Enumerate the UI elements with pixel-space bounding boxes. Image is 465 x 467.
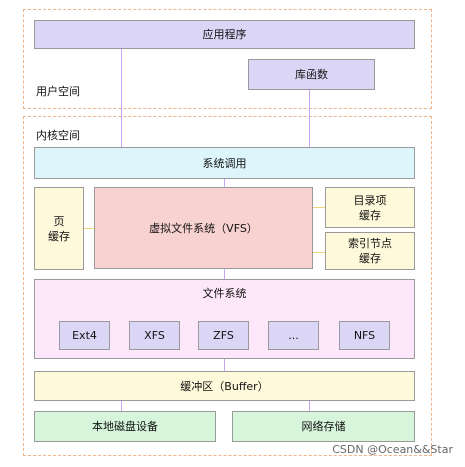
local-disk-box: 本地磁盘设备 bbox=[34, 411, 216, 442]
library-box: 库函数 bbox=[248, 59, 375, 90]
kernel-space-label: 内核空间 bbox=[36, 129, 80, 142]
vfs-box: 虚拟文件系统（VFS） bbox=[94, 187, 313, 269]
connector-vfs-to-inode bbox=[313, 252, 325, 253]
connector-vfs-to-fs bbox=[224, 269, 225, 279]
fs-nfs-box: NFS bbox=[339, 321, 390, 350]
connector-page-to-vfs bbox=[84, 228, 94, 229]
connector-buffer-to-disk bbox=[121, 401, 122, 411]
connector-buffer-to-network bbox=[309, 401, 310, 411]
watermark: CSDN @Ocean&&Star bbox=[332, 443, 453, 456]
fs-zfs-box: ZFS bbox=[198, 321, 249, 350]
connector-app-to-syscall bbox=[121, 49, 122, 147]
user-space-region bbox=[23, 9, 432, 109]
connector-fs-to-buffer bbox=[224, 359, 225, 371]
application-box: 应用程序 bbox=[34, 20, 415, 49]
connector-vfs-to-dentry bbox=[313, 207, 325, 208]
fs-more-box: ... bbox=[268, 321, 319, 350]
fs-ext4-box: Ext4 bbox=[59, 321, 110, 350]
syscall-box: 系统调用 bbox=[34, 147, 415, 179]
connector-syscall-to-vfs bbox=[224, 179, 225, 187]
fs-xfs-box: XFS bbox=[129, 321, 180, 350]
buffer-box: 缓冲区（Buffer） bbox=[34, 371, 415, 401]
inode-cache-box: 索引节点 缓存 bbox=[325, 232, 415, 270]
user-space-label: 用户空间 bbox=[36, 85, 80, 98]
connector-lib-to-syscall bbox=[309, 90, 310, 147]
kernel-space-region bbox=[23, 116, 432, 456]
page-cache-box: 页 缓存 bbox=[34, 187, 84, 270]
filesystem-label: 文件系统 bbox=[202, 287, 247, 300]
network-storage-box: 网络存储 bbox=[232, 411, 415, 442]
dentry-cache-box: 目录项 缓存 bbox=[325, 187, 415, 228]
